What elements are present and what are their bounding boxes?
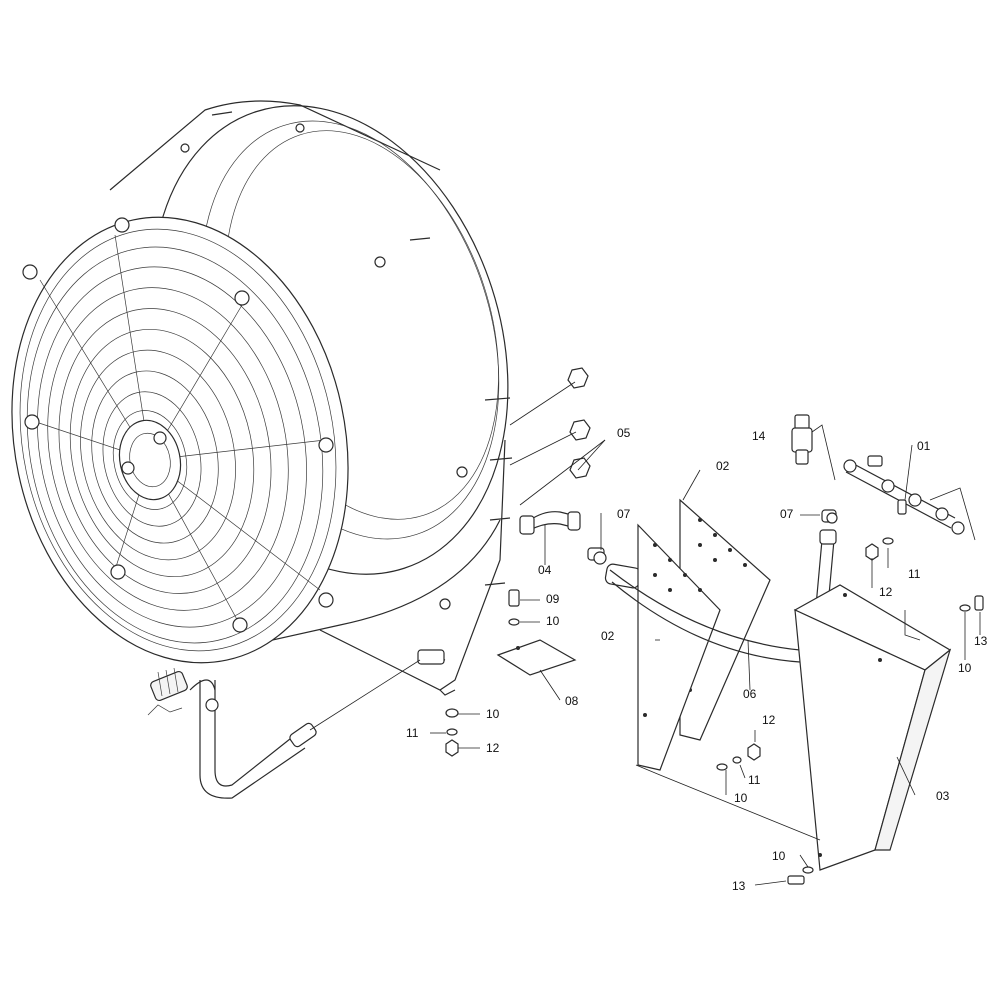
callout-13-bottom: 13 <box>732 879 746 893</box>
housing-bracket <box>319 439 506 696</box>
callout-12-plate-right: 12 <box>762 713 776 727</box>
manifold-hardware <box>865 537 894 561</box>
callout-02-left: 02 <box>601 629 615 643</box>
fan-guard-grille <box>26 234 326 644</box>
callout-05: 05 <box>617 426 631 440</box>
callout-09: 09 <box>546 592 560 606</box>
callout-10-housing-bottom: 10 <box>772 849 786 863</box>
nozzle-housing <box>793 584 952 871</box>
callout-04: 04 <box>538 563 552 577</box>
housing-hardware-bottom <box>787 866 814 885</box>
callout-labels: 01 02 02 03 04 05 06 07 07 08 09 10 10 1… <box>406 426 988 893</box>
callout-07-left: 07 <box>617 507 631 521</box>
callout-10-plate-right: 10 <box>734 791 748 805</box>
callout-10-plate: 10 <box>546 614 560 628</box>
callout-03: 03 <box>936 789 950 803</box>
valve-fitting <box>791 414 813 465</box>
callout-14: 14 <box>752 429 766 443</box>
hose-fitting <box>519 511 581 535</box>
rim-studs <box>211 111 513 586</box>
side-plate-front <box>637 523 721 771</box>
fan-housing <box>11 100 509 664</box>
callout-08: 08 <box>565 694 579 708</box>
callout-07-right: 07 <box>780 507 794 521</box>
bracket-hardware <box>445 708 459 757</box>
nuts <box>567 367 591 479</box>
hose-clamp-left <box>587 547 642 589</box>
leader-lines <box>309 381 981 886</box>
fitting-07-right <box>821 509 838 524</box>
callout-10-housing-top: 10 <box>958 661 972 675</box>
callout-12-bracket: 12 <box>486 741 500 755</box>
plate-hardware-right <box>716 743 761 771</box>
callout-12-manifold: 12 <box>879 585 893 599</box>
plate-hardware <box>496 589 577 676</box>
inlet-hose-assembly <box>147 667 317 799</box>
callout-11-bracket: 11 <box>406 726 419 740</box>
callout-11-manifold: 11 <box>908 567 921 581</box>
callout-11-plate-right: 11 <box>748 773 761 787</box>
guard-bolts <box>22 123 468 633</box>
callout-13-top: 13 <box>974 634 988 648</box>
callout-06: 06 <box>743 687 757 701</box>
callout-02-top: 02 <box>716 459 730 473</box>
callout-01: 01 <box>917 439 931 453</box>
flexible-hose <box>609 529 837 663</box>
callout-10-bracket: 10 <box>486 707 500 721</box>
spray-manifold <box>843 455 965 535</box>
housing-hardware-top <box>959 595 984 612</box>
